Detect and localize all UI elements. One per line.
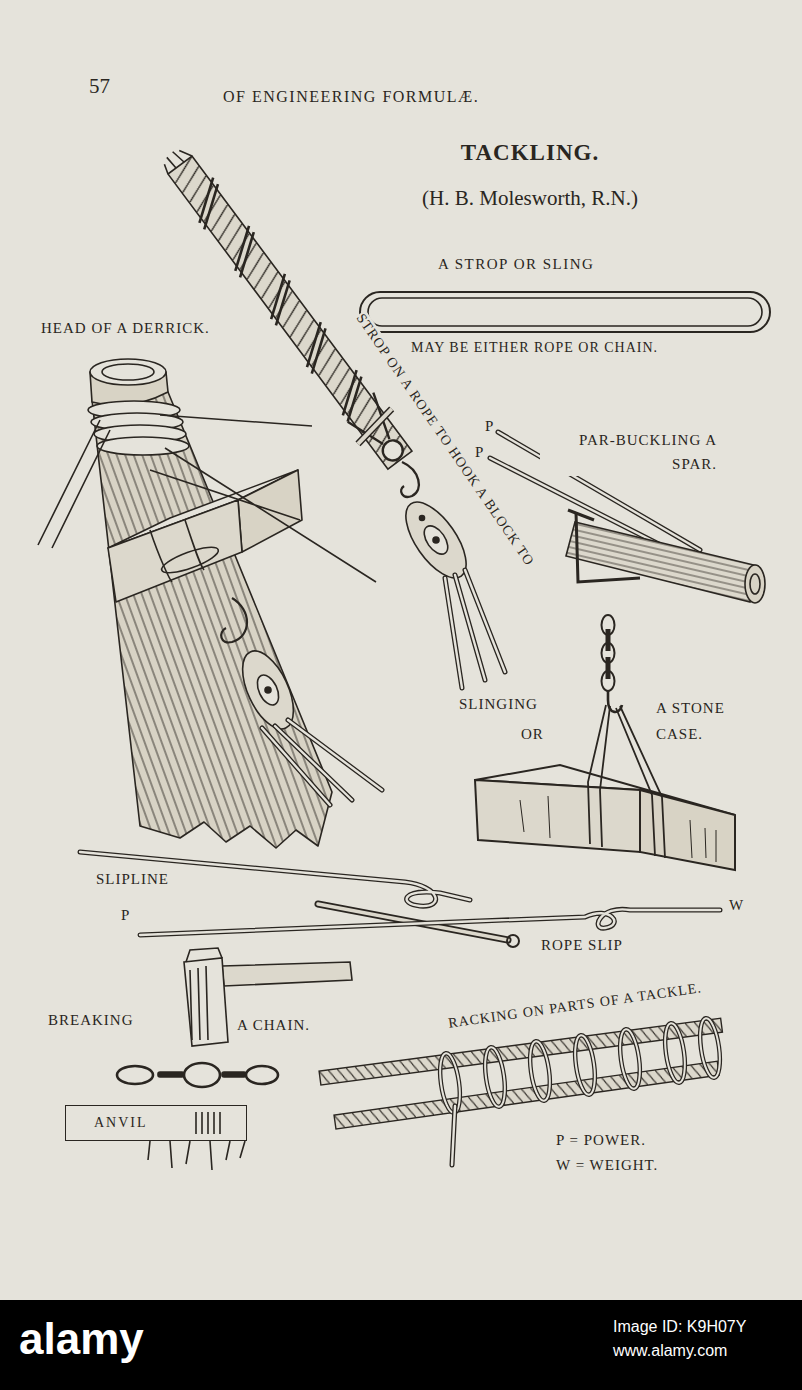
watermark-logo-holder: alamy [18, 1314, 145, 1365]
watermark-id: Image ID: K9H07Y [612, 1318, 747, 1336]
watermark-id-holder: Image ID: K9H07Y [612, 1318, 747, 1336]
page-title: TACKLING. [461, 140, 599, 166]
legend-note: P = POWER. [555, 1132, 647, 1149]
force-letter: P [120, 907, 130, 924]
part-label-holder: HEAD OF A DERRICK. [40, 320, 211, 337]
force-letter-holder: P [474, 444, 484, 461]
force-letter: P [474, 444, 484, 461]
force-letter-holder: W [728, 897, 744, 914]
derrick-drawing [38, 359, 376, 848]
running-head: OF ENGINEERING FORMULÆ. [222, 88, 480, 106]
part-label-holder: PAR-BUCKLING A SPAR. [540, 428, 718, 476]
part-note-holder: MAY BE EITHER ROPE OR CHAIN. [410, 340, 659, 356]
running-head-holder: OF ENGINEERING FORMULÆ. [222, 88, 480, 106]
part-label-holder: OR [520, 726, 545, 743]
author-credit-holder: (H. B. Molesworth, R.N.) [421, 186, 639, 210]
page-number: 57 [88, 74, 111, 98]
page-number-holder: 57 [88, 74, 111, 98]
legend-note: W = WEIGHT. [555, 1157, 659, 1174]
part-label-holder: A STONE [655, 700, 726, 717]
part-label-holder: SLINGING [458, 696, 539, 713]
part-label: SLIPLINE [95, 871, 170, 888]
part-label: ROPE SLIP [540, 937, 624, 954]
spar-drawing [566, 510, 765, 603]
watermark-logo: alamy [18, 1314, 145, 1365]
part-label-holder: BREAKING [47, 1012, 135, 1029]
title-holder: TACKLING. [461, 140, 599, 166]
part-label: HEAD OF A DERRICK. [40, 320, 211, 337]
anvil-block: ANVIL [65, 1105, 247, 1141]
force-letter-holder: P [120, 907, 130, 924]
author-credit: (H. B. Molesworth, R.N.) [421, 186, 639, 210]
rope-drawing [152, 139, 419, 475]
force-letter-holder: P [484, 418, 494, 435]
part-label: A CHAIN. [236, 1017, 311, 1034]
part-label: PAR-BUCKLING A SPAR. [540, 428, 718, 476]
legend-note-holder: W = WEIGHT. [555, 1157, 659, 1174]
part-label: A STONE [655, 700, 726, 717]
part-label: BREAKING [47, 1012, 135, 1029]
part-note: MAY BE EITHER ROPE OR CHAIN. [410, 340, 659, 356]
watermark-url-holder: www.alamy.com [612, 1342, 728, 1360]
hammer-drawing [117, 948, 352, 1170]
part-label-holder: CASE. [655, 726, 704, 743]
part-label-holder: ROPE SLIP [540, 937, 624, 954]
part-label-holder: A STROP OR SLING [437, 256, 595, 273]
force-letter: P [484, 418, 494, 435]
force-letter: W [728, 897, 744, 914]
part-label: OR [520, 726, 545, 743]
part-label: ANVIL [94, 1115, 148, 1131]
part-label: RACKING ON PARTS OF A TACKLE. [446, 980, 703, 1032]
part-label: A STROP OR SLING [437, 256, 595, 273]
legend-note-holder: P = POWER. [555, 1132, 647, 1149]
part-label-holder: SLIPLINE [95, 871, 170, 888]
strop-drawing [360, 292, 770, 332]
watermark-url: www.alamy.com [612, 1342, 728, 1360]
footer-bar [0, 1300, 802, 1390]
part-label-holder: RACKING ON PARTS OF A TACKLE. [446, 980, 703, 1032]
part-label-holder: A CHAIN. [236, 1017, 311, 1034]
stone-drawing [475, 615, 735, 870]
part-label: SLINGING [458, 696, 539, 713]
racking-turns [437, 1017, 723, 1114]
part-label: CASE. [655, 726, 704, 743]
